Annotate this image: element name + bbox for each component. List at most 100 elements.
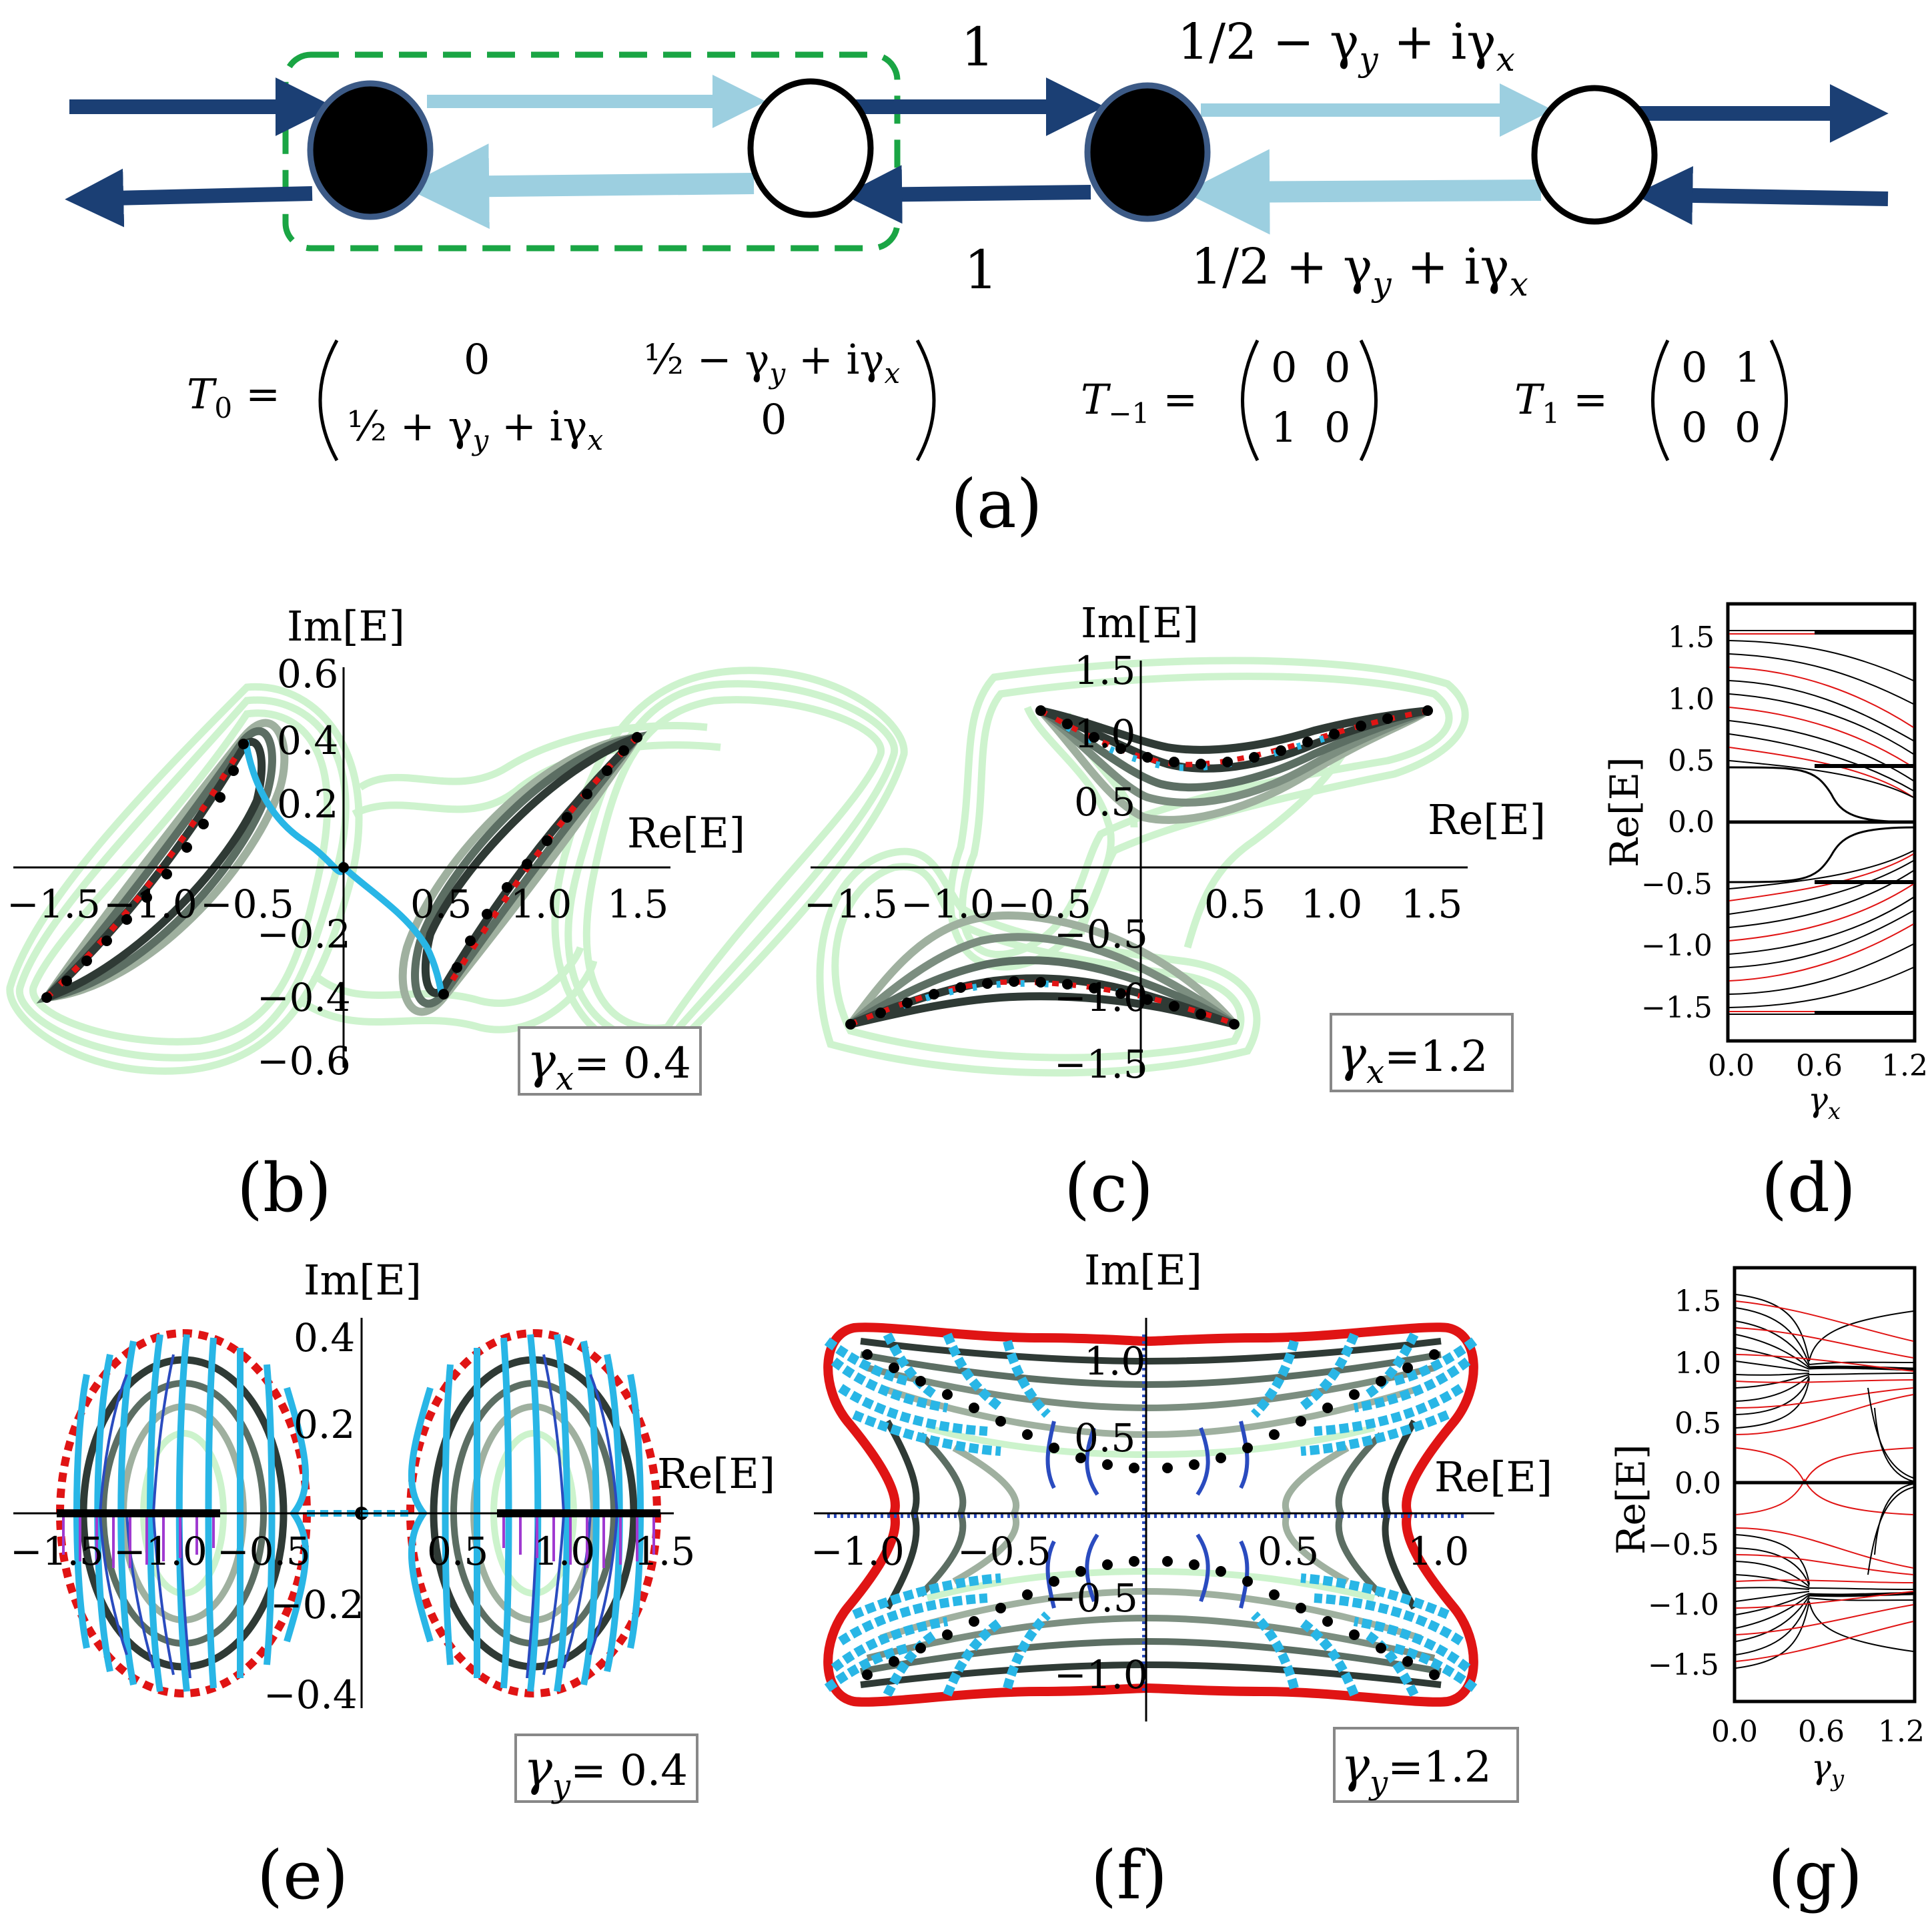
panel-e-axes (13, 1318, 674, 1708)
svg-text:−1.5: −1.5 (7, 881, 101, 927)
svg-text:0.6: 0.6 (277, 651, 338, 697)
svg-text:−1.5: −1.5 (804, 881, 898, 927)
hop-label-top-left: 1 (961, 16, 995, 78)
svg-text:1: 1 (1271, 403, 1297, 452)
svg-text:0.5: 0.5 (1668, 744, 1715, 778)
panel-f-re-label: Re[E] (1434, 1453, 1552, 1501)
panel-f-gamma-box: γy=1.2 (1333, 1727, 1519, 1803)
svg-text:1.5: 1.5 (607, 881, 668, 927)
panel-d-tick-labels: 1.5 1.0 0.5 0.0 −0.5 −1.0 −1.5 0.0 0.6 1… (1641, 621, 1928, 1083)
svg-text:0: 0 (1735, 403, 1761, 452)
panel-d: 1.5 1.0 0.5 0.0 −0.5 −1.0 −1.5 0.0 0.6 1… (1602, 602, 1928, 1227)
panel-b-im-label: Im[E] (287, 602, 405, 651)
svg-text:1.0: 1.0 (510, 881, 572, 927)
svg-text:0.6: 0.6 (1796, 1049, 1843, 1083)
panel-e-label: (e) (257, 1836, 348, 1914)
svg-text:0.2: 0.2 (294, 1402, 355, 1447)
svg-text:½ + γy + iγx: ½ + γy + iγx (347, 402, 604, 456)
arrow-light-bottom-cell (404, 143, 755, 230)
panel-e-black-dots (57, 1507, 660, 1520)
svg-text:0: 0 (1324, 343, 1350, 392)
site-b-open (747, 78, 874, 218)
svg-text:−1.5: −1.5 (10, 1529, 104, 1574)
svg-text:T0=: T0= (187, 370, 280, 424)
svg-text:−0.5: −0.5 (997, 881, 1091, 927)
svg-text:−1.0: −1.0 (1641, 929, 1713, 963)
svg-text:−1.0: −1.0 (901, 881, 995, 927)
svg-text:−0.5: −0.5 (1044, 1575, 1138, 1621)
panel-b-black-dots (41, 732, 642, 1003)
panel-a: 1 1 1/2 − γy + iγx 1/2 + γy + iγx T0= 0 … (65, 13, 1889, 543)
svg-text:T1=: T1= (1514, 375, 1608, 430)
hop-label-top-right: 1/2 − γy + iγx (1177, 13, 1515, 79)
panel-b-tick-labels: −1.5 −1.0 −0.5 0.5 1.0 1.5 0.6 0.4 0.2 −… (7, 651, 668, 1084)
arrow-light-bottom-next (1184, 149, 1542, 235)
panel-b-grey-contours (36, 719, 647, 1016)
svg-text:0: 0 (761, 395, 787, 444)
panel-a-label: (a) (951, 465, 1043, 543)
panel-b-red-dashed-right (441, 735, 640, 996)
panel-c-black-dots (845, 705, 1433, 1030)
panel-g-lower-band (1735, 1527, 1914, 1669)
panel-b-gamma-box: γx= 0.4 (518, 1026, 702, 1098)
panel-f-tick-labels: −1.0 −0.5 0.5 1.0 1.0 0.5 −0.5 −1.0 (811, 1338, 1469, 1697)
panel-b-axes (13, 667, 670, 1068)
panel-c-axes (811, 661, 1468, 1074)
svg-text:0: 0 (1681, 403, 1707, 452)
panel-f-blue-axis-dots (827, 1334, 1468, 1695)
panel-c-label: (c) (1064, 1149, 1153, 1227)
svg-text:−0.6: −0.6 (257, 1038, 351, 1084)
svg-text:1.0: 1.0 (1074, 711, 1135, 757)
svg-text:0.5: 0.5 (1204, 881, 1266, 927)
svg-text:0.4: 0.4 (277, 718, 338, 763)
panel-c-re-label: Re[E] (1428, 795, 1546, 844)
panel-e: −1.5 −1.0 −0.5 0.5 1.0 1.5 0.4 0.2 −0.2 … (10, 1256, 775, 1914)
svg-text:1.5: 1.5 (1074, 648, 1135, 693)
panel-c-gamma-box: γx=1.2 (1330, 1013, 1514, 1092)
svg-text:T−1=: T−1= (1081, 375, 1197, 430)
panel-f-cyan-arcs (824, 1332, 1478, 1697)
svg-text:0.0: 0.0 (1674, 1467, 1721, 1501)
panel-f-red-boundary (823, 1322, 1478, 1707)
svg-text:−0.5: −0.5 (1641, 867, 1713, 901)
svg-text:0.5: 0.5 (1258, 1529, 1319, 1574)
svg-text:−0.5: −0.5 (217, 1529, 311, 1574)
matrix-T-1: T−1= 0 0 1 0 (1081, 339, 1378, 462)
panel-b-pale-contours (6, 667, 908, 1075)
svg-text:0: 0 (1271, 343, 1297, 392)
svg-text:1.0: 1.0 (1674, 1347, 1721, 1381)
unit-cell-dashed-box (282, 51, 901, 252)
panel-b-label: (b) (237, 1149, 332, 1227)
panel-c-tick-labels: −1.5 −1.0 −0.5 0.5 1.0 1.5 1.5 1.0 0.5 −… (804, 648, 1462, 1087)
arrow-in-right-bottom (1634, 165, 1889, 225)
panel-f-label: (f) (1091, 1836, 1167, 1914)
svg-text:γy= 0.4: γy= 0.4 (524, 1740, 688, 1805)
panel-g-ylabel: Re[E] (1608, 1444, 1654, 1555)
svg-text:0.5: 0.5 (1674, 1407, 1721, 1441)
panel-d-band-edges (1815, 631, 1913, 1015)
panel-e-im-label: Im[E] (304, 1256, 422, 1304)
arrow-out-left-bottom (65, 168, 313, 228)
svg-text:0.5: 0.5 (410, 881, 472, 927)
svg-text:0: 0 (1681, 343, 1707, 392)
svg-text:1.5: 1.5 (634, 1529, 695, 1574)
svg-text:−1.0: −1.0 (811, 1529, 905, 1574)
panel-e-gamma-box: γy= 0.4 (514, 1734, 698, 1805)
site-a-filled (307, 80, 434, 220)
panel-d-xlabel: γx (1808, 1080, 1841, 1125)
svg-text:1: 1 (1735, 343, 1761, 392)
matrix-T0: T0= 0 ½ − γy + iγx ½ + γy + iγx 0 (187, 335, 936, 462)
site-b-open-next (1531, 85, 1658, 225)
svg-text:0.5: 0.5 (1074, 1415, 1135, 1461)
svg-text:0.4: 0.4 (294, 1315, 355, 1361)
svg-text:−1.0: −1.0 (1648, 1588, 1719, 1622)
svg-text:−1.0: −1.0 (1054, 1652, 1148, 1697)
svg-text:0.0: 0.0 (1708, 1049, 1755, 1083)
svg-text:1.5: 1.5 (1674, 1284, 1721, 1318)
panel-c-im-label: Im[E] (1081, 599, 1199, 647)
panel-b-re-label: Re[E] (627, 809, 745, 857)
arrow-next-to-cell-bottom (843, 165, 1091, 224)
svg-text:0.5: 0.5 (427, 1529, 488, 1574)
svg-text:0: 0 (1324, 403, 1350, 452)
svg-text:−1.0: −1.0 (1054, 975, 1148, 1020)
